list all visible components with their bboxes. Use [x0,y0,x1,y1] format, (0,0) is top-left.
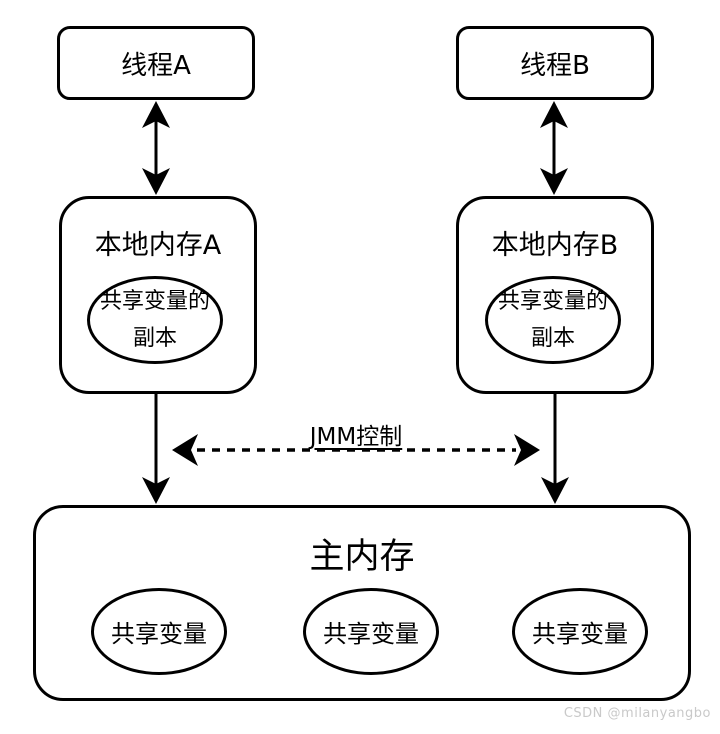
thread-a-label: 线程A [121,50,191,81]
shared-copy-ellipse-b: 共享变量的 副本 [485,276,621,364]
shared-copy-a-line2: 副本 [132,326,177,351]
arrow-local-b-main [541,394,569,504]
shared-copy-b-line1: 共享变量的 [497,289,608,314]
shared-variable-1-label: 共享变量 [111,620,207,648]
shared-copy-ellipse-a: 共享变量的 副本 [87,276,223,364]
shared-copy-b-line2: 副本 [530,326,575,351]
shared-variable-ellipse-1: 共享变量 [91,588,227,675]
thread-b-label: 线程B [520,50,590,81]
arrow-thread-b-local-b [540,101,568,195]
local-memory-a-title: 本地内存A [94,230,222,261]
shared-variable-ellipse-3: 共享变量 [512,588,648,675]
thread-b-box: 线程B [456,26,654,100]
arrow-local-a-main [142,394,170,504]
csdn-watermark: CSDN @milanyangbo [563,706,711,721]
shared-copy-a-line1: 共享变量的 [99,289,210,314]
jmm-control-label: JMM控制 [309,424,403,450]
shared-variable-3-label: 共享变量 [532,620,628,648]
shared-variable-2-label: 共享变量 [323,620,419,648]
shared-variable-ellipse-2: 共享变量 [303,588,439,675]
local-memory-b-title: 本地内存B [491,230,619,261]
thread-a-box: 线程A [57,26,255,100]
main-memory-title: 主内存 [309,537,415,577]
arrow-thread-a-local-a [142,101,170,195]
